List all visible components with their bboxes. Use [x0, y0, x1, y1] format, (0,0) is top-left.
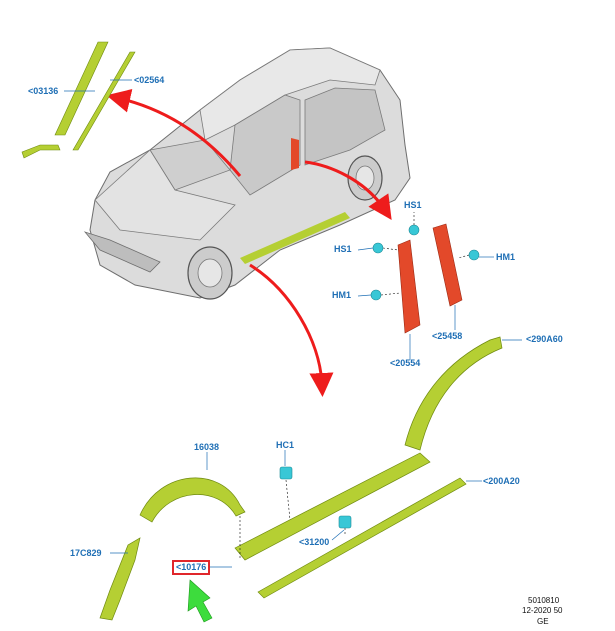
lower-body-parts	[99, 336, 522, 621]
callout-200a20: <200A20	[483, 476, 520, 486]
callout-hs1-left: HS1	[334, 244, 352, 254]
car-illustration	[83, 47, 411, 300]
callout-hm1-left: HM1	[332, 290, 352, 300]
window-trim-parts	[21, 41, 136, 159]
green-pointer-arrow	[187, 579, 213, 623]
callout-17c829: 17C829	[70, 548, 102, 558]
reference-date: 12-2020 50	[522, 606, 563, 615]
reference-code: 5010810	[528, 596, 560, 605]
callout-10176-highlighted: <10176	[172, 560, 211, 575]
reference-region: GE	[537, 617, 549, 626]
direction-arrows	[106, 89, 392, 397]
callout-02564: <02564	[134, 75, 165, 85]
callout-hc1: HC1	[276, 440, 295, 450]
callout-290a60: <290A60	[526, 334, 563, 344]
callout-16038: 16038	[194, 442, 220, 452]
pillar-applique-parts	[357, 212, 494, 360]
callout-hm1-right: HM1	[496, 252, 516, 262]
callout-20554: <20554	[390, 358, 421, 368]
callout-31200: <31200	[299, 537, 330, 547]
callout-03136: <03136	[28, 86, 59, 96]
callout-25458: <25458	[432, 331, 463, 341]
callout-hs1-top: HS1	[404, 200, 422, 210]
